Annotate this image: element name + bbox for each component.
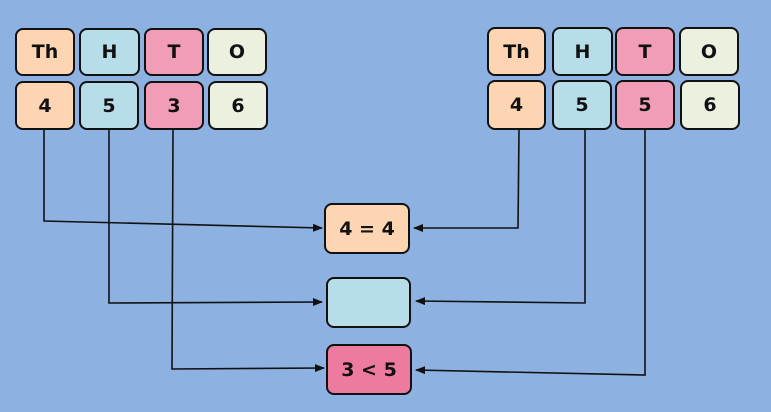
right-header-tens: T	[615, 27, 675, 76]
arrow-right-hundreds	[415, 130, 586, 306]
right-digit-ones: 6	[680, 80, 740, 130]
comparison-thousands: 4 = 4	[324, 203, 410, 254]
comparison-hundreds	[326, 277, 411, 328]
arrow-left-tens	[171, 129, 325, 373]
left-digit-thousands: 4	[15, 81, 75, 130]
right-digit-thousands: 4	[487, 80, 546, 130]
left-header-hundreds: H	[79, 28, 140, 76]
comparison-tens: 3 < 5	[326, 344, 412, 395]
arrow-left-thousands	[43, 130, 323, 232]
right-header-ones: O	[679, 27, 739, 76]
right-digit-tens: 5	[615, 80, 675, 130]
right-header-thousands: Th	[487, 27, 546, 76]
left-digit-ones: 6	[208, 81, 268, 130]
arrow-left-hundreds	[108, 130, 323, 307]
arrow-right-tens	[415, 130, 646, 376]
left-header-tens: T	[144, 28, 204, 76]
left-digit-hundreds: 5	[79, 81, 139, 130]
right-header-hundreds: H	[552, 27, 613, 76]
left-header-thousands: Th	[15, 28, 75, 76]
left-digit-tens: 3	[144, 81, 204, 130]
arrow-right-thousands	[413, 129, 520, 232]
right-digit-hundreds: 5	[552, 80, 612, 130]
left-header-ones: O	[207, 28, 267, 76]
